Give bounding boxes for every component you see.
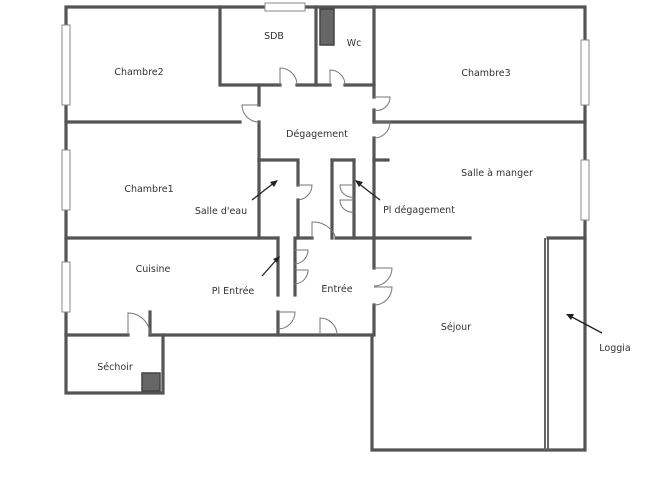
label-loggia: Loggia	[599, 343, 630, 354]
label-cuisine: Cuisine	[136, 264, 171, 275]
arrow-pl-degagement	[357, 182, 381, 201]
interior-walls	[64, 5, 587, 450]
wc-duct	[319, 8, 335, 46]
label-salle-eau: Salle d'eau	[195, 206, 247, 217]
arrow-head-salle-eau	[270, 180, 278, 187]
arrow-salle-eau	[251, 181, 276, 201]
sechoir-duct	[141, 372, 161, 392]
outer-walls	[64, 5, 587, 452]
label-pl-entree: Pl Entrée	[212, 286, 255, 297]
label-degagement: Dégagement	[286, 129, 348, 140]
label-chambre3: Chambre3	[461, 68, 510, 79]
windows	[61, 2, 590, 313]
label-sdb: SDB	[264, 31, 284, 42]
arrow-head-pl-degagement	[355, 180, 363, 187]
arrow-loggia	[569, 315, 603, 334]
door-swings	[127, 67, 393, 336]
label-sejour: Séjour	[441, 322, 471, 333]
arrows	[251, 180, 603, 334]
label-pl-degagement: Pl dégagement	[383, 205, 455, 216]
room-labels: SDB Wc Chambre2 Chambre3 Dégagement Cham…	[97, 31, 630, 373]
label-chambre1: Chambre1	[124, 184, 173, 195]
arrow-head-loggia	[566, 314, 574, 320]
label-salle-manger: Salle à manger	[461, 168, 533, 179]
label-wc: Wc	[347, 38, 362, 49]
label-chambre2: Chambre2	[114, 67, 163, 78]
label-entree: Entrée	[321, 284, 352, 295]
arrow-head-pl-entree	[273, 256, 280, 263]
label-sechoir: Séchoir	[97, 362, 133, 373]
